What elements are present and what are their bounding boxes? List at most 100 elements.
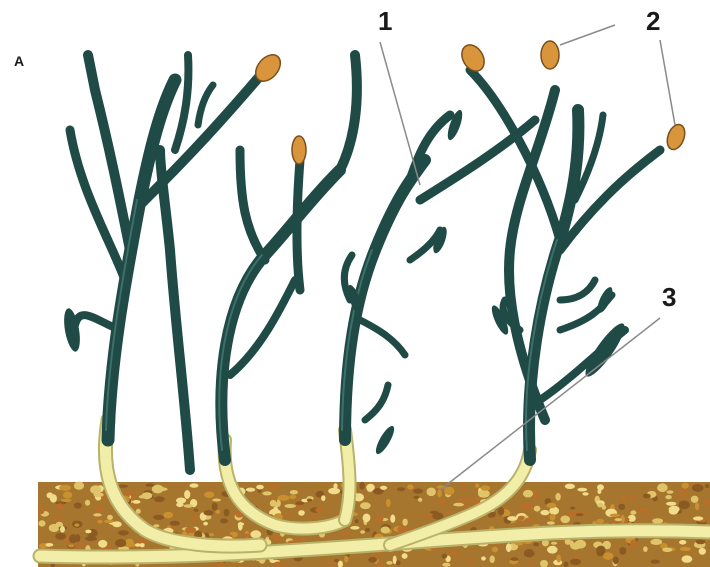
- soil-pebble: [679, 540, 686, 545]
- soil-pebble: [85, 500, 90, 506]
- soil-pebble: [427, 488, 436, 497]
- soil-pebble: [118, 530, 129, 535]
- soil-pebble: [432, 513, 443, 520]
- soil-pebble: [527, 561, 535, 564]
- soil-pebble: [170, 526, 177, 529]
- soil-pebble: [597, 489, 601, 494]
- soil-pebble: [56, 503, 64, 510]
- soil-pebble: [365, 528, 370, 532]
- soil-pebble: [449, 551, 460, 556]
- panel-letter: A: [14, 53, 24, 69]
- soil-pebble: [386, 499, 391, 507]
- soil-pebble: [59, 485, 71, 491]
- soil-pebble: [115, 539, 126, 547]
- soil-pebble: [705, 484, 709, 488]
- soil-pebble: [295, 501, 304, 505]
- soil-pebble: [212, 503, 218, 511]
- soil-pebble: [256, 485, 264, 490]
- soil-pebble: [596, 546, 605, 555]
- soil-pebble: [203, 522, 208, 526]
- soil-pebble: [290, 490, 298, 494]
- callout-label-2: 2: [646, 6, 660, 36]
- soil-pebble: [610, 514, 620, 517]
- soil-pebble: [551, 542, 557, 545]
- soil-pebble: [691, 496, 699, 503]
- soil-pebble: [104, 520, 114, 523]
- soil-pebble: [98, 540, 107, 548]
- soil-pebble: [577, 488, 587, 492]
- soil-pebble: [461, 484, 466, 491]
- soil-pebble: [615, 518, 622, 521]
- soil-pebble: [464, 505, 471, 508]
- soil-pebble: [153, 515, 164, 520]
- soil-pebble: [525, 518, 535, 522]
- soil-pebble: [693, 516, 703, 520]
- soil-pebble: [547, 546, 558, 554]
- soil-pebble: [38, 506, 45, 514]
- soil-pebble: [224, 509, 230, 516]
- soil-pebble: [612, 548, 617, 551]
- soil-pebble: [184, 504, 194, 507]
- soil-pebble: [390, 515, 395, 523]
- soil-pebble: [190, 483, 199, 487]
- soil-pebble: [339, 531, 351, 535]
- soil-pebble: [444, 487, 455, 495]
- soil-pebble: [446, 510, 450, 514]
- soil-pebble: [570, 507, 575, 510]
- soil-pebble: [74, 482, 84, 490]
- soil-pebble: [679, 501, 690, 510]
- soil-pebble: [94, 493, 104, 498]
- soil-pebble: [39, 520, 46, 526]
- soil-pebble: [278, 495, 290, 501]
- soil-pebble: [396, 560, 401, 565]
- soil-pebble: [191, 515, 197, 521]
- soil-pebble: [176, 498, 186, 504]
- soil-pebble: [643, 512, 650, 515]
- soil-pebble: [107, 515, 113, 520]
- soil-pebble: [270, 500, 277, 507]
- soil-pebble: [133, 500, 141, 504]
- callout-label-1: 1: [378, 6, 392, 36]
- soil-pebble: [597, 484, 604, 490]
- soil-pebble: [498, 507, 505, 516]
- soil-pebble: [546, 503, 556, 509]
- soil-pebble: [699, 548, 706, 555]
- soil-pebble: [666, 502, 676, 506]
- soil-pebble: [333, 483, 337, 489]
- aerial-shoots: [70, 55, 660, 470]
- soil-pebble: [402, 553, 408, 559]
- soil-pebble: [596, 519, 604, 524]
- soil-pebble: [321, 495, 325, 501]
- soil-pebble: [682, 555, 693, 562]
- soil-pebble: [212, 499, 221, 502]
- soil-pebble: [154, 496, 165, 502]
- soil-pebble: [135, 543, 141, 546]
- soil-pebble: [363, 514, 371, 523]
- soil-pebble: [381, 527, 390, 534]
- soil-pebble: [475, 484, 479, 488]
- soil-pebble: [139, 495, 146, 498]
- soil-pebble: [273, 562, 283, 567]
- soil-pebble: [540, 510, 549, 515]
- soil-pebble: [603, 552, 613, 560]
- soil-pebble: [478, 490, 490, 498]
- soil-pebble: [680, 547, 691, 551]
- soil-pebble: [184, 490, 190, 499]
- callout-label-3: 3: [662, 282, 676, 312]
- cone-tip-icon: [251, 41, 688, 164]
- soil-pebble: [414, 496, 420, 499]
- soil-pebble: [533, 543, 539, 547]
- soil-pebble: [204, 492, 214, 498]
- soil-pebble: [368, 557, 377, 563]
- soil-pebble: [298, 538, 308, 543]
- soil-pebble: [625, 518, 630, 522]
- soil-pebble: [597, 503, 603, 508]
- soil-pebble: [402, 519, 407, 526]
- soil-pebble: [533, 492, 539, 500]
- soil-pebble: [326, 562, 338, 565]
- soil-pebble: [613, 557, 619, 565]
- soil-pebble: [350, 526, 359, 530]
- soil-pebble: [575, 540, 586, 549]
- soil-pebble: [289, 495, 296, 500]
- soil-pebble: [507, 516, 517, 521]
